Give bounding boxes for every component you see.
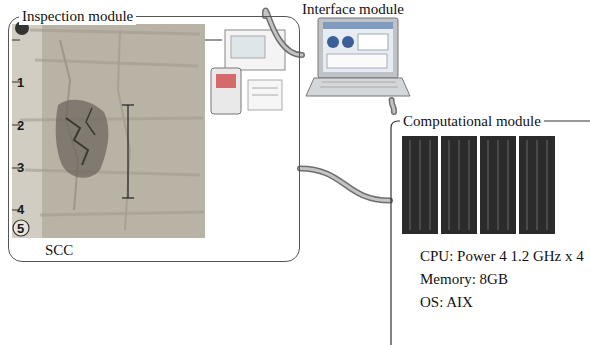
module-heading: Inspection module [19,7,136,25]
spec-line: OS: AIX [420,293,473,311]
photo-caption: SCC [45,241,73,259]
cable-outline [392,100,394,112]
ruler-number: 3 [17,160,24,175]
ruler-number: 5 [17,221,24,236]
cable-outline [265,11,302,55]
cable-core [392,100,394,112]
ruler-number: 4 [17,202,24,217]
cable-connector [392,100,394,112]
scc-photo [12,21,222,238]
cable-outline [300,169,390,201]
inspection-region: Inspection moduleSCC [8,16,300,262]
server-racks [402,136,555,234]
computational-region: Computational moduleCPU: Power 4 1.2 GHz… [390,112,590,345]
cable-core [300,169,390,201]
spec-line: Memory: 8GB [420,270,508,288]
module-heading: Interface module [302,0,404,18]
cable-connector [265,11,302,55]
ruler-number: 2 [17,118,24,133]
ruler-number: 1 [17,75,24,90]
cable-connector [300,169,390,201]
spec-line: CPU: Power 4 1.2 GHz x 4 [420,247,584,265]
interface-laptop: Interface module [302,0,414,100]
module-heading: Computational module [400,112,544,130]
inspection-device [211,30,285,114]
bracket-outline [390,112,590,345]
laptop [306,18,410,96]
cable-core [265,11,302,55]
